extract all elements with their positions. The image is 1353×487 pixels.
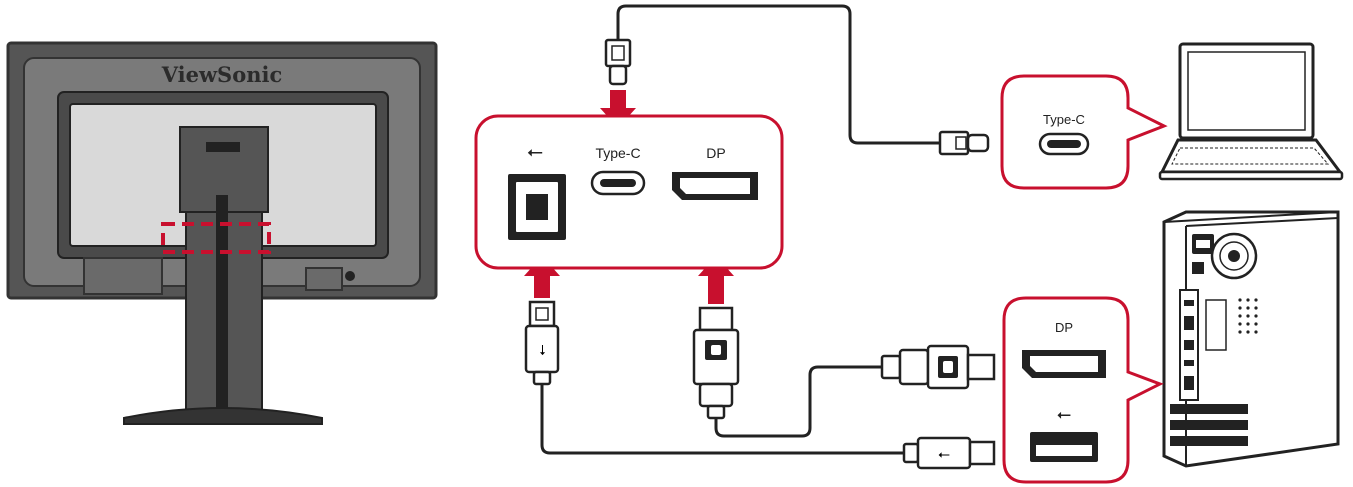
- usb-cable: [540, 382, 905, 455]
- typec-port-label: Type-C: [595, 145, 640, 161]
- pc-dp-label: DP: [1055, 320, 1073, 335]
- laptop-port-callout: Type-C: [1000, 74, 1168, 190]
- usb-a-plug-pc: ⭠: [902, 436, 996, 470]
- arrow-down-typec: [600, 90, 636, 128]
- cables: [540, 4, 942, 455]
- typec-port: [590, 170, 646, 196]
- usb-icon: ⭠: [533, 344, 549, 355]
- laptop-typec-port: [1047, 140, 1081, 148]
- dp-plug-monitor: [692, 306, 740, 420]
- port-area-highlight: [161, 222, 271, 254]
- usb-b-port: [508, 174, 566, 240]
- typec-plug-laptop: [938, 130, 990, 156]
- laptop-typec-label: Type-C: [1043, 112, 1085, 127]
- usb-icon: ⭠: [938, 446, 950, 463]
- laptop: [1158, 42, 1344, 181]
- pc-dp-port: [1022, 350, 1106, 378]
- usb-b-plug: ⭠: [524, 300, 560, 386]
- desktop-pc: [1162, 210, 1340, 468]
- monitor-port-panel: ⭠ Type-C DP: [474, 114, 784, 270]
- pc-usb-symbol: ⭠: [1057, 404, 1071, 424]
- dp-plug-pc: [880, 344, 996, 390]
- typec-cable: [616, 4, 942, 145]
- monitor-rear: ViewSonic: [6, 41, 438, 425]
- usb-port-symbol: ⭠: [527, 141, 543, 163]
- pc-usb-a-port: [1030, 432, 1098, 462]
- dp-port: [672, 172, 758, 200]
- dp-cable: [714, 365, 905, 438]
- monitor-brand: ViewSonic: [161, 62, 283, 87]
- dp-port-label: DP: [706, 145, 725, 161]
- pc-port-callout: DP ⭠: [1002, 296, 1164, 484]
- typec-plug-top: [604, 38, 632, 86]
